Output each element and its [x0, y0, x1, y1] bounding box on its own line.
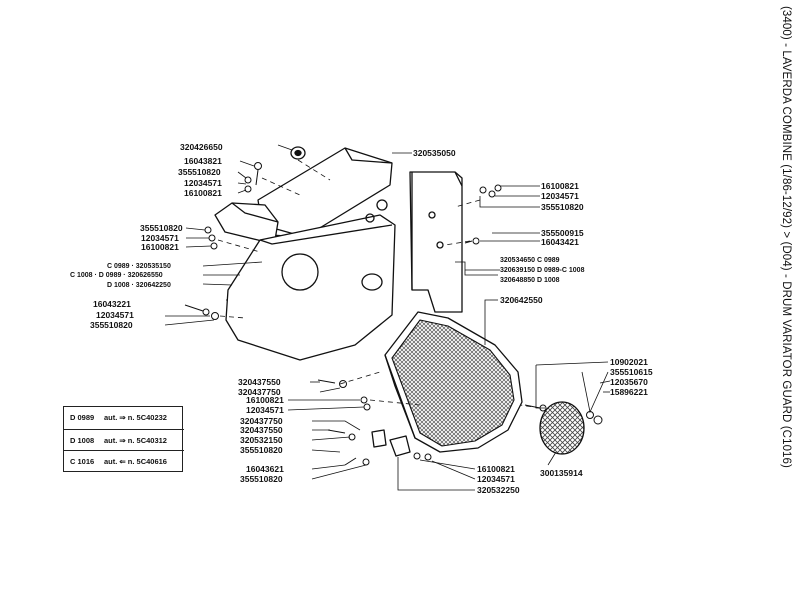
main-guard-shape	[225, 213, 396, 361]
legend-text: aut. ⇒ n. 5C40312	[104, 436, 167, 445]
part-label: 355510820	[541, 202, 584, 212]
part-label: 355510820	[240, 445, 283, 455]
part-label: 320534650 C 0989	[500, 257, 560, 264]
small-guard-shape	[214, 202, 279, 247]
legend-row: D 1008 aut. ⇒ n. 5C40312	[64, 429, 184, 452]
part-label: 12035670	[610, 377, 648, 387]
part-label: 12034571	[184, 178, 222, 188]
part-label: 320437750	[240, 416, 283, 426]
part-label: 320648850 D 1008	[500, 277, 560, 284]
part-label: 320532150	[240, 435, 283, 445]
part-label: 355510615	[610, 367, 653, 377]
part-label: 355510820	[140, 223, 183, 233]
legend-text: aut. ⇒ n. 5C40232	[104, 413, 167, 422]
part-label: 16043621	[246, 464, 284, 474]
small-bracket-shape	[371, 429, 411, 457]
part-label: 16043421	[541, 237, 579, 247]
part-label: 12034571	[541, 191, 579, 201]
legend-model: D 0989	[70, 413, 95, 422]
part-label: 300135914	[540, 468, 583, 478]
part-label: 12034571	[246, 405, 284, 415]
fastener-icons	[184, 162, 603, 466]
part-label: 320642550	[500, 295, 543, 305]
part-label: 16043821	[184, 156, 222, 166]
part-label: 355510820	[178, 167, 221, 177]
part-label: 320437750	[238, 387, 281, 397]
part-label: 10902021	[610, 357, 648, 367]
part-label: 320437550	[238, 377, 281, 387]
part-label: 355510820	[90, 320, 133, 330]
part-label: 16100821	[141, 242, 179, 252]
mesh-disc-shape	[539, 401, 585, 455]
leader-lines	[164, 144, 611, 491]
part-label: C 0989 · 320535150	[107, 263, 171, 270]
grommet-icon	[290, 146, 306, 160]
part-label: 16043221	[93, 299, 131, 309]
part-label: 320426650	[180, 142, 223, 152]
legend-row: C 1016 aut. ⇐ n. 5C40616	[64, 450, 184, 473]
legend-model: D 1008	[70, 436, 95, 445]
part-label: 320639150 D 0989-C 1008	[500, 267, 585, 274]
part-label: 12034571	[141, 233, 179, 243]
part-label: 355510820	[240, 474, 283, 484]
part-label: 12034571	[477, 474, 515, 484]
part-label: 16100821	[477, 464, 515, 474]
legend-row: D 0989 aut. ⇒ n. 5C40232	[64, 407, 184, 429]
part-label: 16100821	[184, 188, 222, 198]
part-label: 320532250	[477, 485, 520, 495]
part-label: 355500915	[541, 228, 584, 238]
part-label: 16100821	[246, 395, 284, 405]
drum-guard-shape	[384, 311, 523, 453]
page-title: (3400) - LAVERDA COMBINE (1/86-12/92) > …	[780, 6, 792, 468]
part-label: D 1008 · 320642250	[107, 282, 171, 289]
part-label: 12034571	[96, 310, 134, 320]
part-label: 320437550	[240, 425, 283, 435]
bracket-plate-shape	[409, 171, 463, 313]
part-label: 320535050	[413, 148, 456, 158]
legend-model: C 1016	[70, 457, 95, 466]
part-label: 15896221	[610, 387, 648, 397]
part-label: C 1008 · D 0989 · 320626550	[70, 272, 163, 279]
model-serial-legend: D 0989 aut. ⇒ n. 5C40232 D 1008 aut. ⇒ n…	[63, 406, 184, 473]
part-label: 16100821	[541, 181, 579, 191]
legend-text: aut. ⇐ n. 5C40616	[104, 457, 167, 466]
